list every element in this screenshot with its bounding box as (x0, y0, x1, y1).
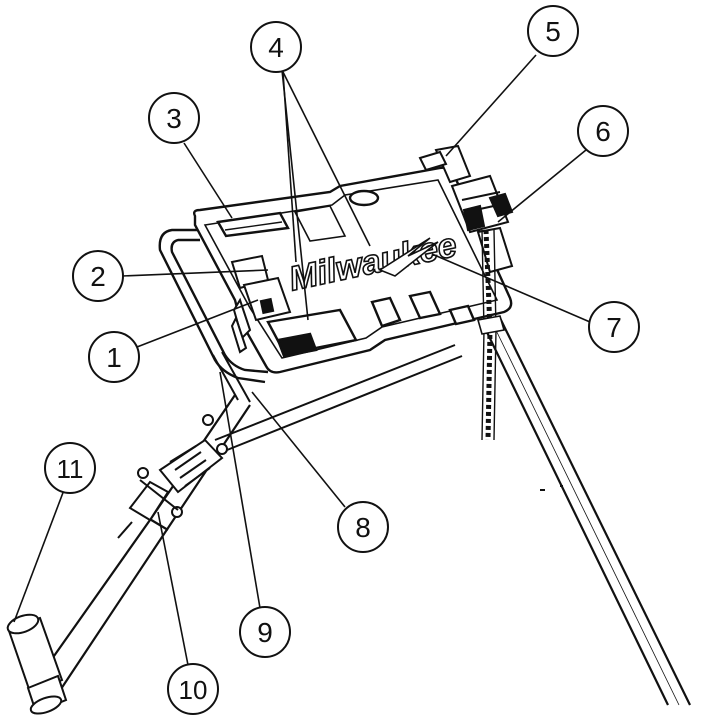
callout-label-2: 2 (90, 261, 106, 292)
callout-label-4: 4 (268, 32, 284, 63)
callout-3: 3 (148, 92, 200, 144)
callout-label-8: 8 (355, 512, 371, 543)
callout-8: 8 (337, 501, 389, 553)
leader-9 (219, 371, 261, 609)
leader-3 (183, 142, 233, 219)
callout-label-11: 11 (57, 454, 84, 484)
right-leg-tube (481, 317, 691, 706)
callout-4: 4 (250, 21, 302, 73)
leader-lines (13, 54, 591, 666)
callout-label-1: 1 (106, 342, 122, 373)
callout-label-10: 10 (179, 675, 208, 705)
left-leg-tube (29, 394, 251, 699)
foot-end-cap (6, 613, 68, 715)
callout-5: 5 (527, 5, 579, 57)
callout-7: 7 (588, 301, 640, 353)
leg-clamp-collar (117, 438, 224, 539)
leader-10 (157, 511, 189, 666)
logo-lightning-icon (378, 237, 439, 277)
callout-label-7: 7 (606, 312, 622, 343)
leader-6 (497, 149, 587, 223)
leader-5 (445, 54, 537, 157)
callout-6: 6 (577, 105, 629, 157)
leader-4b (282, 71, 371, 247)
callout-9: 9 (239, 606, 291, 658)
callout-1: 1 (88, 331, 140, 383)
tray-plate (192, 166, 513, 374)
hanging-chain (476, 229, 506, 441)
leader-11 (13, 489, 65, 623)
callout-label-5: 5 (545, 16, 561, 47)
callout-label-6: 6 (595, 116, 611, 147)
callout-11: 11 (44, 442, 96, 494)
leader-8 (251, 391, 346, 508)
callout-10: 10 (167, 663, 219, 715)
leader-1 (136, 299, 259, 348)
callout-2: 2 (72, 250, 124, 302)
leader-7 (431, 253, 591, 323)
callout-markers: 1 2 3 4 5 6 7 8 (44, 5, 640, 715)
leader-4c (282, 71, 297, 263)
cross-bar (202, 344, 463, 455)
handle-frame (158, 228, 269, 403)
callout-label-3: 3 (166, 103, 182, 134)
leader-2 (121, 269, 269, 277)
callout-label-9: 9 (257, 617, 273, 648)
side-bracket (230, 254, 292, 354)
